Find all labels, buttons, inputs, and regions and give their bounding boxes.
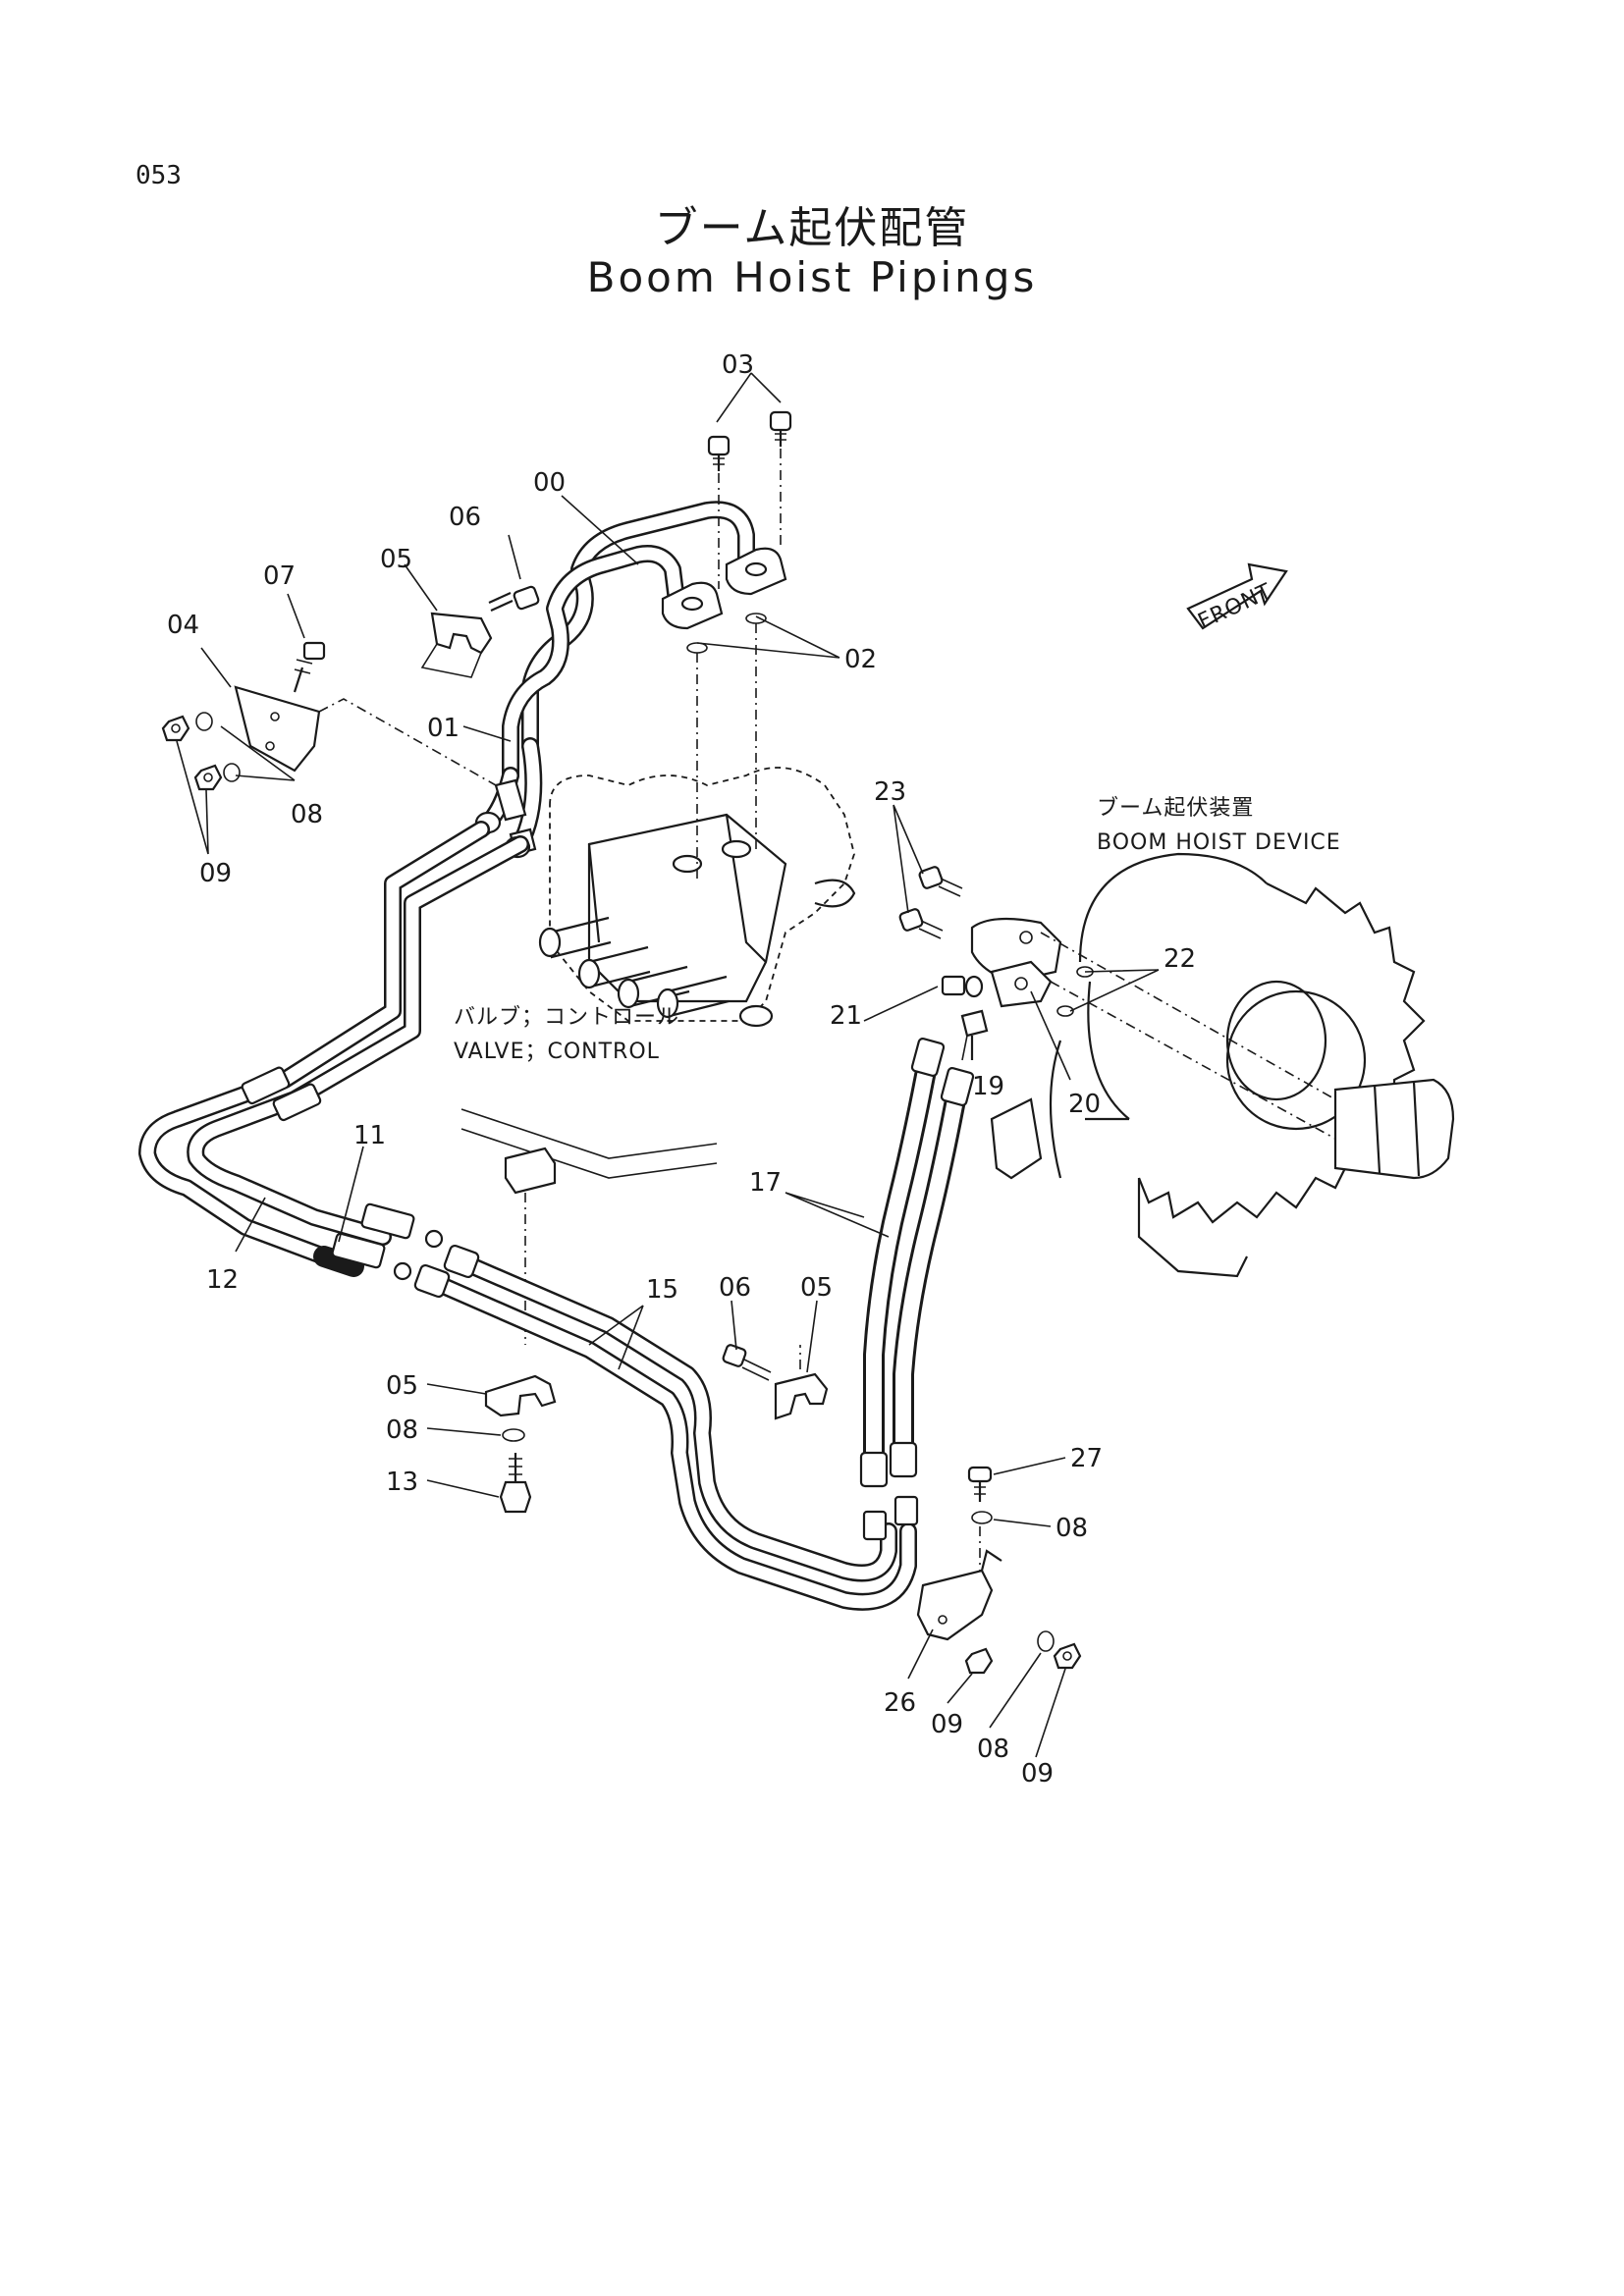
bolt-27 <box>967 1466 993 1502</box>
callout-11: 11 <box>353 1121 386 1150</box>
callout-19: 19 <box>972 1072 1004 1101</box>
callout-00: 00 <box>533 468 566 498</box>
bolt-06-top <box>488 585 540 613</box>
bolt-06-mid <box>722 1344 772 1381</box>
control-valve-drawing <box>538 767 856 1028</box>
bolt-13 <box>499 1453 532 1514</box>
bracket-26 <box>916 1549 1002 1641</box>
page-title-english: Boom Hoist Pipings <box>586 253 1038 301</box>
front-arrow: FRONT <box>1186 562 1288 634</box>
callout-07: 07 <box>263 561 296 591</box>
callout-08-low: 08 <box>386 1415 418 1445</box>
callout-05-mid: 05 <box>800 1273 833 1303</box>
clamp-05-mid <box>774 1345 829 1420</box>
callout-09-left: 09 <box>199 859 232 888</box>
callout-08-left: 08 <box>291 800 323 829</box>
clamp-05-low <box>484 1374 557 1417</box>
leader-lines <box>176 372 1160 1758</box>
boom-hoist-device-drawing <box>990 852 1455 1278</box>
callout-06-mid: 06 <box>719 1273 751 1303</box>
callout-01: 01 <box>427 714 460 743</box>
pipes-11-12-drawing <box>138 821 529 1281</box>
fittings-right-drawing <box>898 866 1336 1140</box>
nut-09-a <box>964 1647 994 1675</box>
washer-08-b <box>1037 1630 1055 1652</box>
bolt-23-b <box>898 908 944 939</box>
callout-labels: 03 00 06 05 07 04 02 01 08 09 23 22 21 1… <box>167 350 1196 1789</box>
washer-08-right <box>971 1511 993 1524</box>
callout-15: 15 <box>646 1275 678 1305</box>
nut-09-b <box>1053 1642 1082 1670</box>
control-valve-en: VALVE；CONTROL <box>454 1040 660 1064</box>
boom-hoist-device-en: BOOM HOIST DEVICE <box>1097 830 1341 855</box>
callout-09-b: 09 <box>1021 1759 1054 1789</box>
pipe-00-drawing <box>472 501 755 853</box>
bolt-03-a <box>707 435 731 471</box>
page-number: 053 <box>135 161 182 190</box>
component-notes: ブーム起伏装置 BOOM HOIST DEVICE バルブ；コントロール VAL… <box>454 796 1341 1064</box>
callout-08-right: 08 <box>1056 1514 1088 1543</box>
flanges-drawing <box>661 410 792 883</box>
callout-04: 04 <box>167 611 199 640</box>
clamp-05-top <box>420 612 493 678</box>
hoses-17-drawing <box>859 1038 975 1541</box>
callout-05-low: 05 <box>386 1371 418 1401</box>
callout-17: 17 <box>749 1168 782 1198</box>
callout-02: 02 <box>844 645 877 674</box>
pipes-15-drawing <box>413 1244 917 1611</box>
washer-08-low <box>502 1428 525 1442</box>
bolt-23-a <box>918 866 963 897</box>
callout-08-b: 08 <box>977 1735 1009 1764</box>
callout-26: 26 <box>884 1688 916 1718</box>
callout-03: 03 <box>722 350 754 380</box>
boom-hoist-device-jp: ブーム起伏装置 <box>1097 796 1254 821</box>
callout-06-top: 06 <box>449 503 481 532</box>
callout-05-top: 05 <box>380 545 412 574</box>
callout-27: 27 <box>1070 1444 1103 1473</box>
callout-09-a: 09 <box>931 1710 963 1739</box>
callout-23: 23 <box>874 777 906 807</box>
control-valve-jp: バルブ；コントロール <box>454 1005 679 1030</box>
mid-plate-drawing <box>460 1108 718 1345</box>
callout-21: 21 <box>830 1001 862 1031</box>
callout-12: 12 <box>206 1265 239 1295</box>
page-title-japanese: ブーム起伏配管 <box>654 203 970 253</box>
callout-20: 20 <box>1068 1090 1101 1119</box>
bracket-04-drawing <box>161 641 497 791</box>
callout-13: 13 <box>386 1468 418 1497</box>
callout-22: 22 <box>1164 944 1196 974</box>
bolt-03-b <box>769 410 792 447</box>
